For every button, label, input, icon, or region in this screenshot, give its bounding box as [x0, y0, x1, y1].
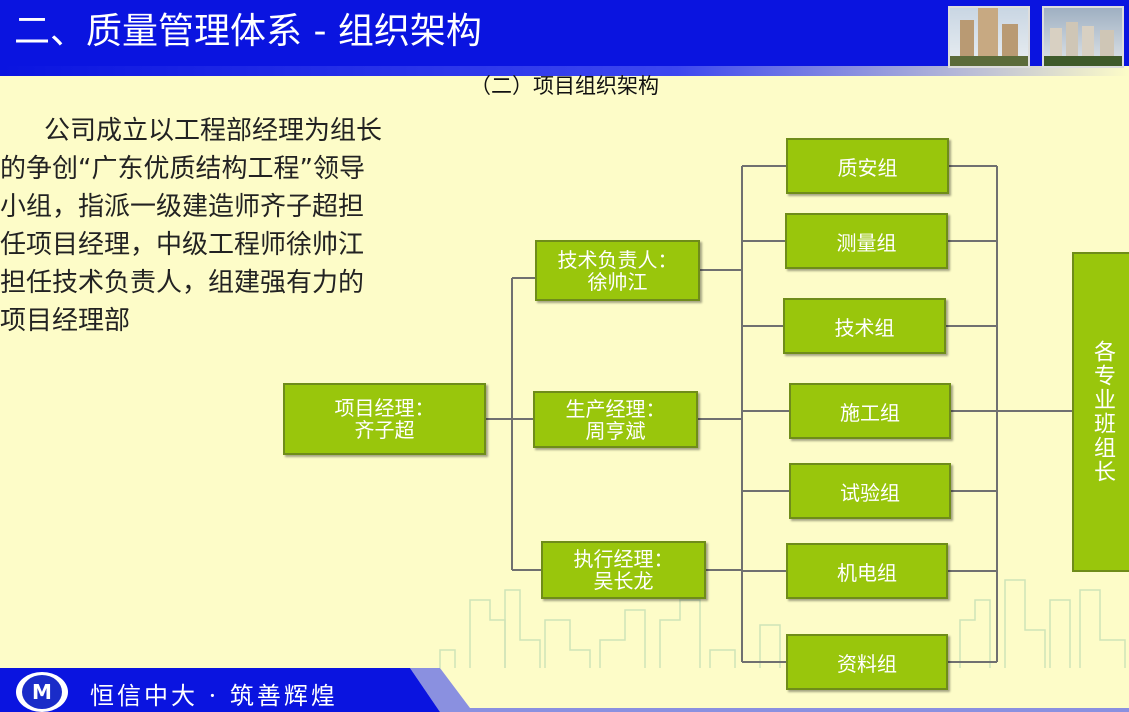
technical-lead-name: 徐帅江: [587, 269, 648, 294]
intro-paragraph: 公司成立以工程部经理为组长的争创“广东优质结构工程”领导小组，指派一级建造师齐子…: [0, 116, 383, 336]
group-box-mep: 机电组: [786, 543, 948, 599]
executive-manager-name: 吴长龙: [593, 569, 654, 593]
company-slogan: 恒信中大 · 筑善辉煌: [90, 682, 338, 710]
production-manager-title: 生产经理：: [565, 396, 666, 421]
team-leaders-label: 各专业班组长: [1090, 340, 1115, 484]
group-box-survey: 测量组: [785, 213, 948, 269]
group-box-documentation: 资料组: [786, 634, 948, 690]
group-box-testing: 试验组: [789, 463, 951, 519]
logo-icon: M: [22, 675, 62, 709]
technical-lead-box: 技术负责人： 徐帅江: [535, 240, 700, 301]
section-subtitle: （二）项目组织架构: [470, 74, 659, 98]
project-manager-name: 齐子超: [354, 418, 415, 442]
header-band: [0, 66, 1129, 76]
building-photo-2: [1042, 6, 1124, 68]
group-box-construction: 施工组: [789, 383, 951, 439]
building-photo-1: [948, 6, 1030, 68]
header-bar: [0, 0, 1129, 66]
project-manager-box: 项目经理： 齐子超: [283, 383, 486, 455]
footer-bar: [0, 668, 1129, 712]
technical-lead-title: 技术负责人：: [557, 247, 678, 272]
production-manager-name: 周亨斌: [585, 418, 646, 443]
slide-title: 二、质量管理体系 - 组织架构: [14, 11, 482, 52]
group-box-technical: 技术组: [783, 298, 946, 354]
group-box-quality-safety: 质安组: [786, 138, 949, 194]
project-manager-title: 项目经理：: [334, 396, 435, 420]
executive-manager-box: 执行经理： 吴长龙: [541, 541, 706, 599]
executive-manager-title: 执行经理：: [573, 547, 674, 571]
production-manager-box: 生产经理： 周亨斌: [533, 391, 698, 448]
team-leaders-box: 各专业班组长: [1072, 252, 1129, 572]
